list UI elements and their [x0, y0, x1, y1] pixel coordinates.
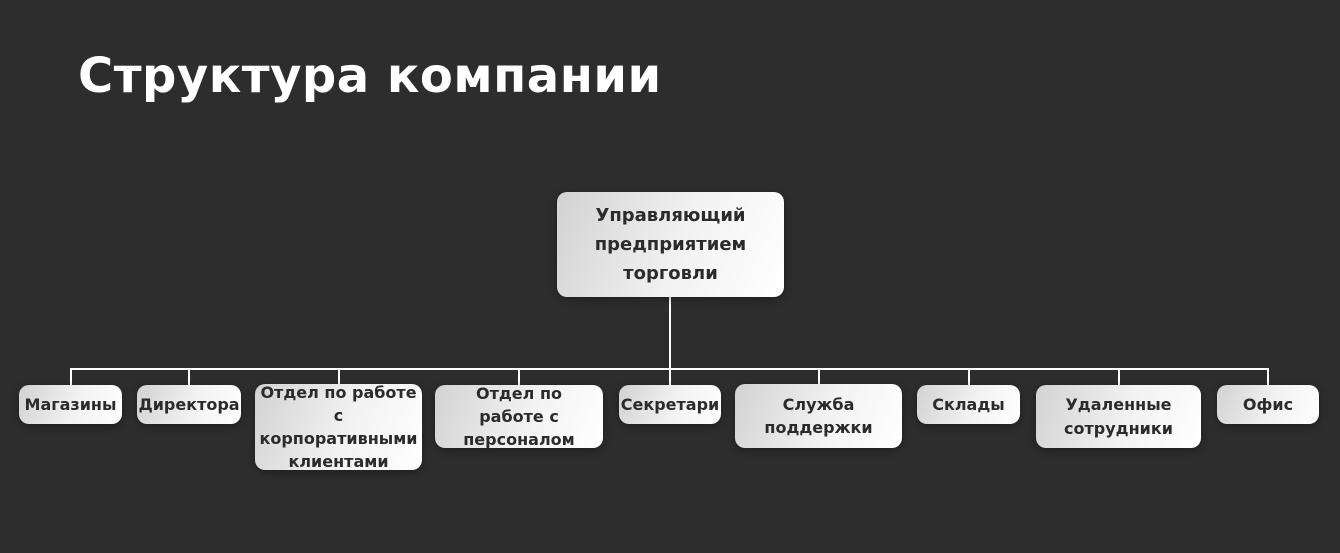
- org-node-directors[interactable]: Директора: [137, 385, 241, 424]
- org-node-secretaries[interactable]: Секретари: [619, 385, 721, 424]
- org-node-stores[interactable]: Магазины: [19, 385, 122, 424]
- org-node-support-service[interactable]: Служба поддержки: [735, 384, 902, 448]
- connector-stub: [518, 368, 520, 386]
- org-node-warehouses[interactable]: Склады: [917, 385, 1020, 424]
- connector-stub: [669, 368, 671, 386]
- org-node-office[interactable]: Офис: [1217, 385, 1319, 424]
- page-title: Структура компании: [78, 48, 662, 104]
- org-node-hr-dept[interactable]: Отдел по работе с персоналом: [435, 384, 603, 449]
- connector-stub: [968, 368, 970, 386]
- connector-stub: [70, 368, 72, 386]
- org-node-root[interactable]: Управляющий предприятием торговли: [557, 192, 784, 297]
- org-node-corporate-clients-dept[interactable]: Отдел по работе с корпоративными клиента…: [255, 383, 422, 471]
- org-node-remote-employees[interactable]: Удаленные сотрудники: [1036, 385, 1201, 448]
- connector-stub: [818, 368, 820, 386]
- connector-stub: [1267, 368, 1269, 386]
- connector-stub: [188, 368, 190, 386]
- connector-root-vertical: [669, 297, 671, 368]
- connector-stub: [338, 368, 340, 386]
- connector-stub: [1118, 368, 1120, 386]
